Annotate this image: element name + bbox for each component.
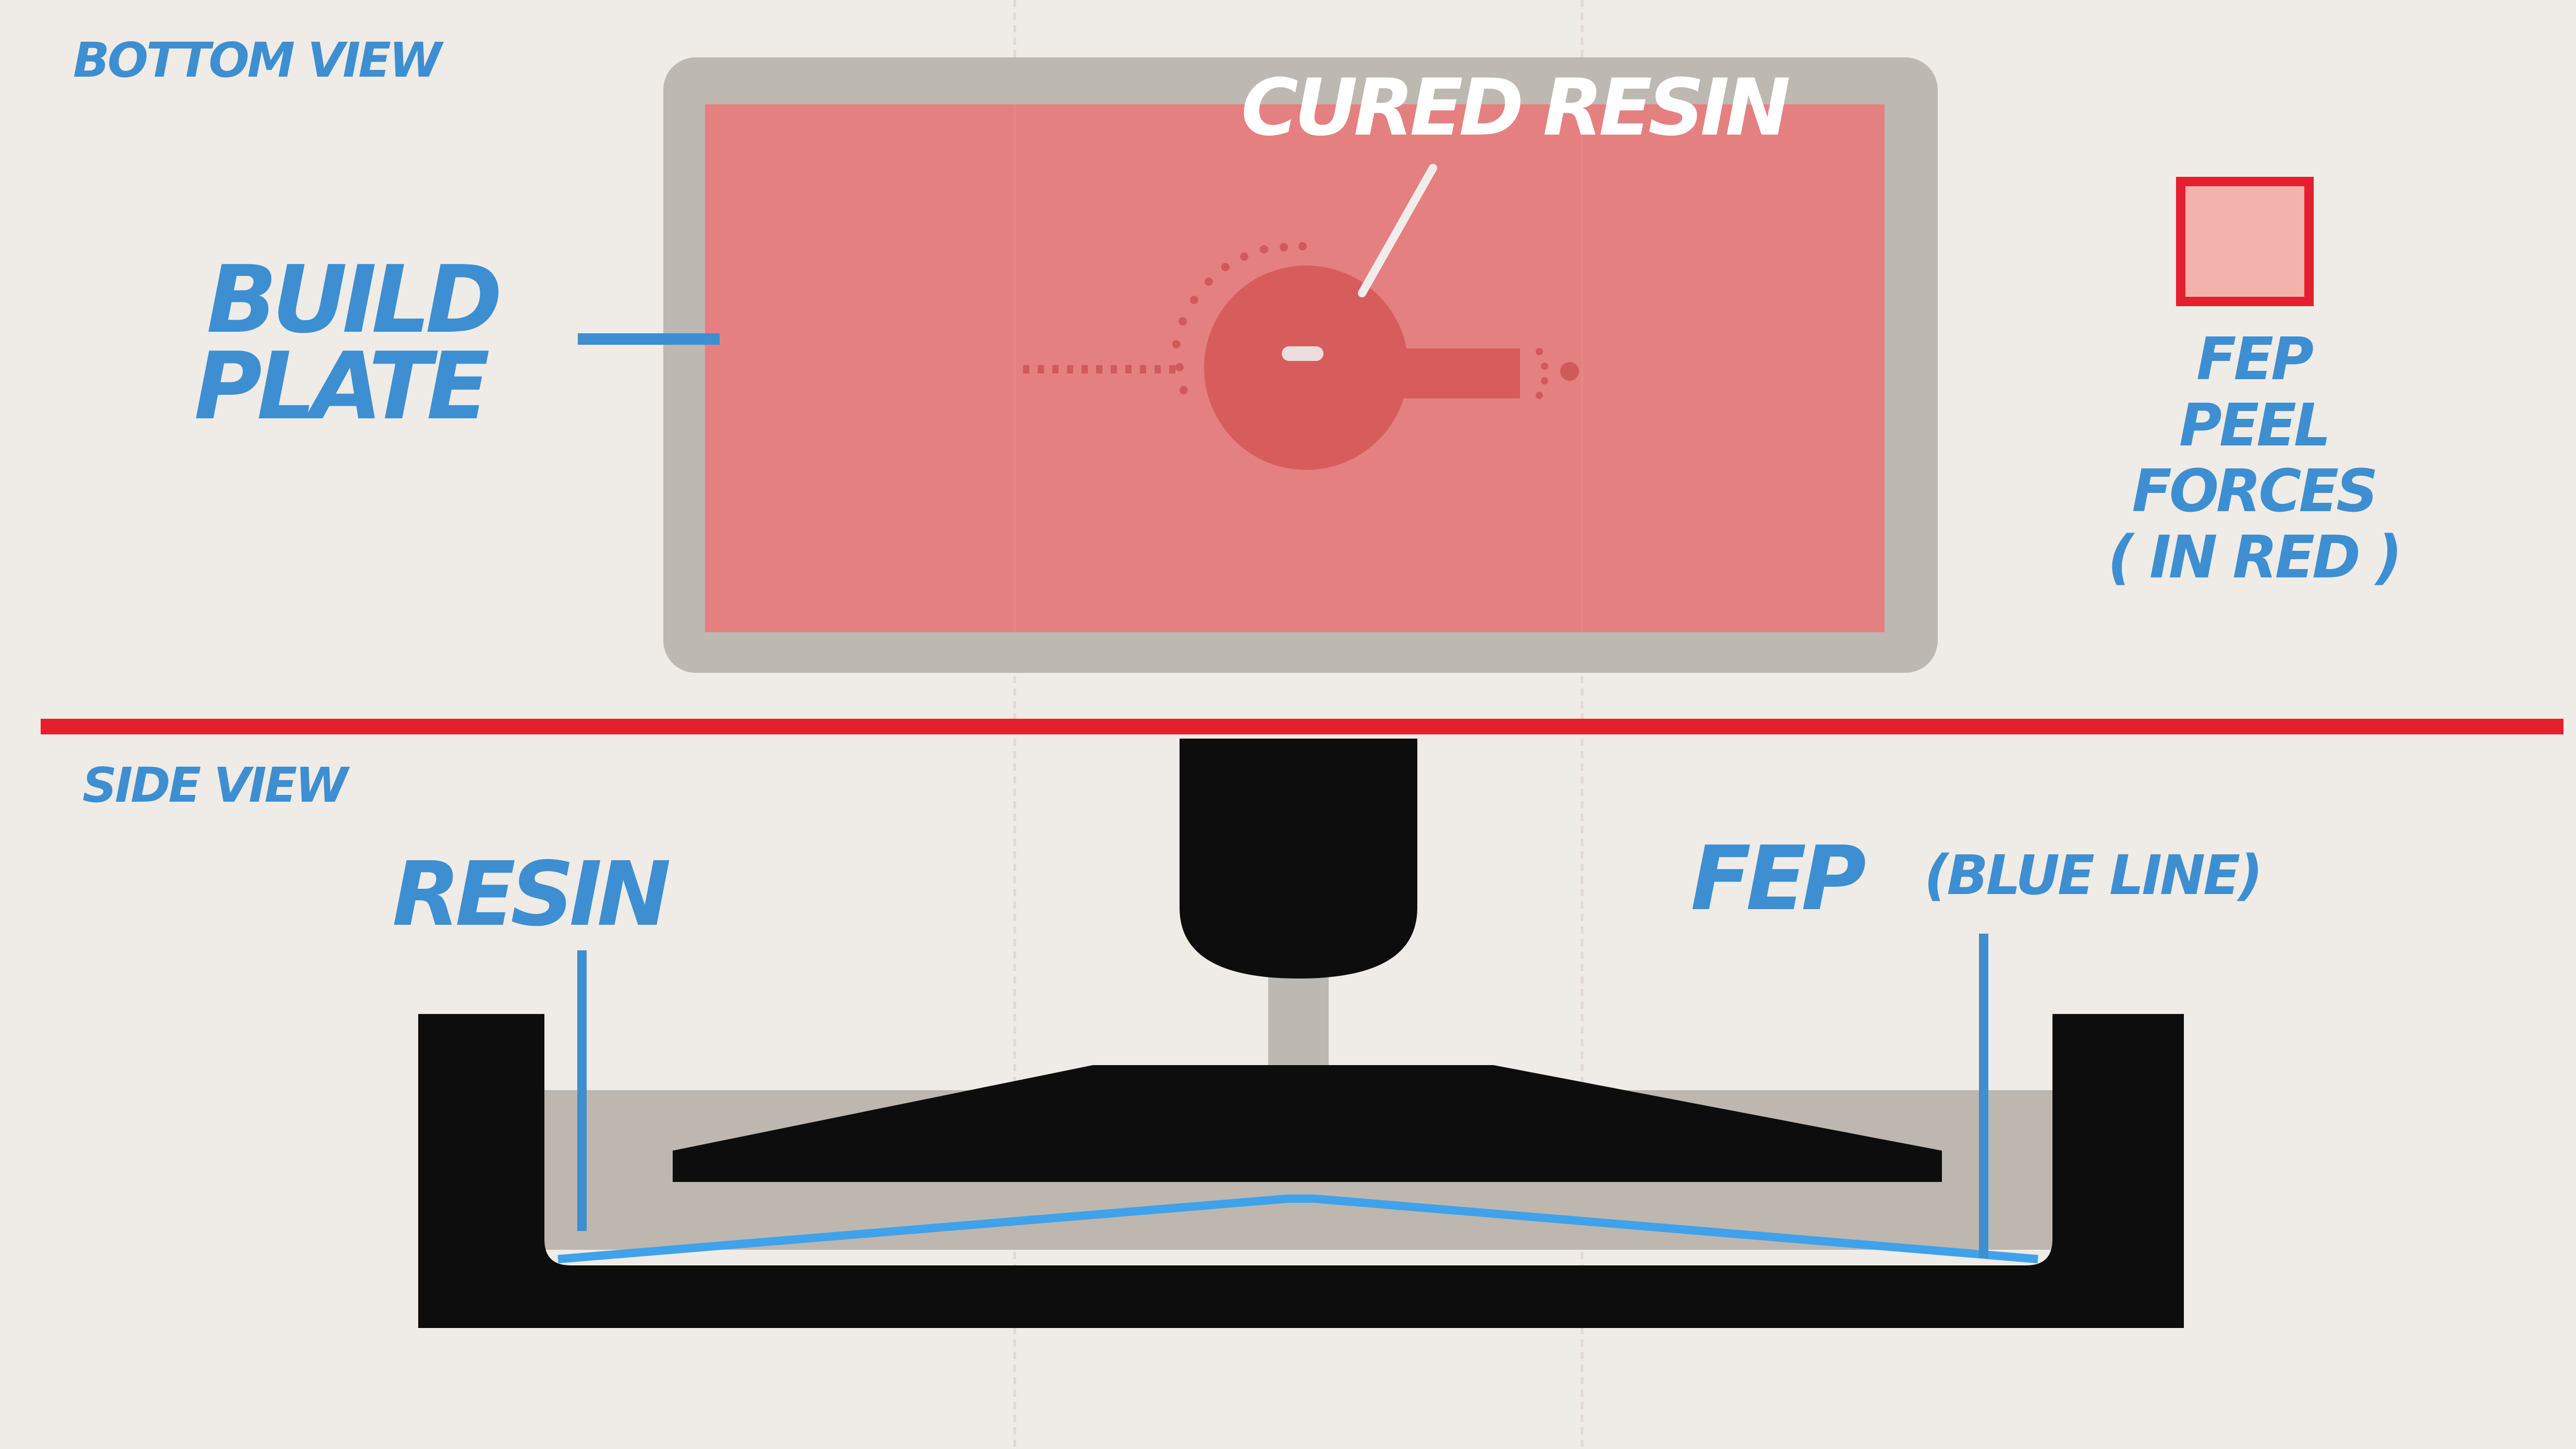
- legend-line-in-red: ( IN RED ): [2107, 523, 2402, 591]
- legend-line-forces: FORCES: [2132, 457, 2378, 526]
- dotted-force-marks: [1023, 242, 1579, 399]
- cured-resin-label: CURED RESIN: [1241, 63, 1791, 153]
- fep-blue-line-label: (BLUE LINE): [1924, 843, 2263, 907]
- z-axis-head: [1180, 739, 1417, 979]
- cured-resin-arm: [1387, 348, 1520, 399]
- view-divider-line: [41, 719, 2563, 734]
- legend-line-fep: FEP: [2196, 325, 2314, 393]
- resin-vat: [418, 1014, 2184, 1328]
- fep-label: FEP: [1691, 827, 1866, 931]
- build-plate-label-line2: PLATE: [194, 332, 490, 440]
- fep-film-line: [557, 1194, 2038, 1263]
- build-plate-label-line1: BUILD: [206, 246, 503, 354]
- cured-resin-disc: [1204, 265, 1408, 470]
- fep-peel-forces-legend: FEP PEEL FORCES ( IN RED ): [2066, 327, 2441, 590]
- cured-resin-leader-line: [1358, 164, 1437, 297]
- build-plate-side: [673, 1065, 1942, 1182]
- side-view-title: SIDE VIEW: [82, 757, 348, 813]
- resin-vat-side-view: [418, 739, 2184, 1328]
- legend-line-peel: PEEL: [2179, 391, 2331, 460]
- cured-resin-shape: [1023, 242, 1579, 470]
- fep-peel-force-legend-swatch: [2176, 177, 2314, 306]
- bottom-view-title: BOTTOM VIEW: [73, 32, 442, 88]
- cured-resin-center-mark: [1282, 346, 1323, 361]
- resin-label: RESIN: [392, 843, 671, 946]
